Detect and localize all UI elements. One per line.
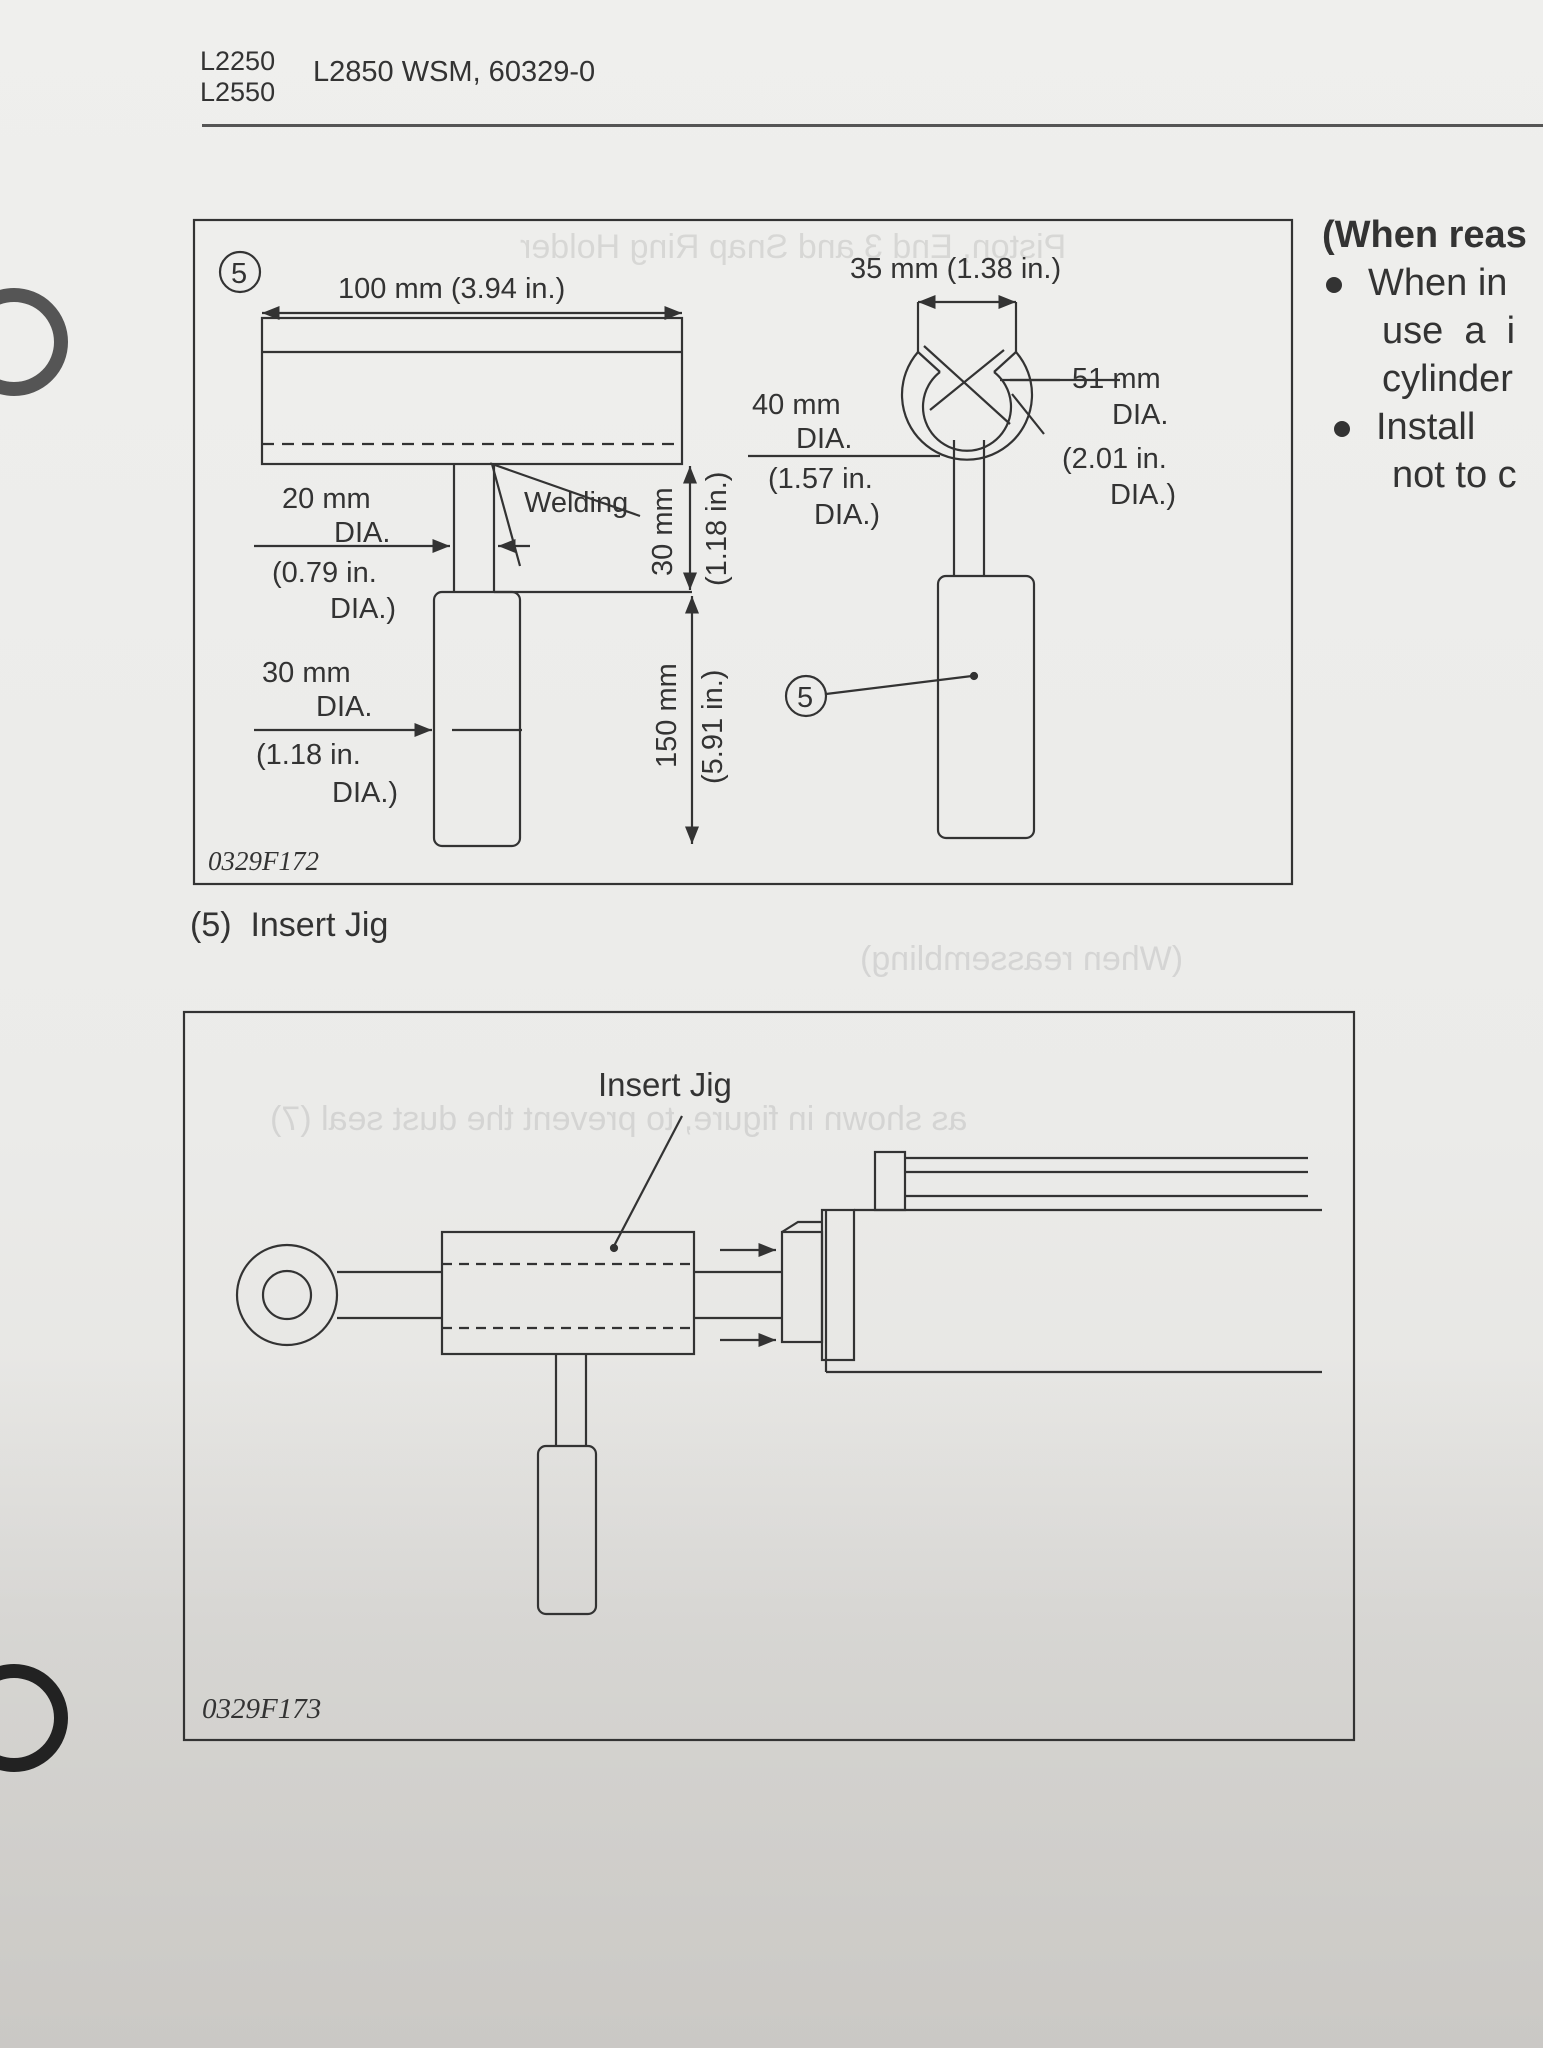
side-text-bullet-2: Install xyxy=(1334,406,1475,449)
dim-outer-in-unit: DIA.) xyxy=(1110,479,1176,511)
header-rule xyxy=(202,124,1543,127)
bullet-icon xyxy=(1326,276,1342,293)
figure1-code: 0329F172 xyxy=(208,846,319,876)
header-model-1: L2250 xyxy=(200,46,276,76)
dim-width-label: 100 mm (3.94 in.) xyxy=(338,273,565,305)
figure2-frame xyxy=(182,1010,1356,1742)
cylinder-gland xyxy=(780,1230,824,1344)
dim-slot-label: 35 mm (1.38 in.) xyxy=(850,253,1061,285)
dim-outer-unit: DIA. xyxy=(1112,399,1168,431)
side-text-line: When in xyxy=(1368,262,1508,304)
dim-handle-len-in: (5.91 in.) xyxy=(697,670,729,784)
figure2-label: Insert Jig xyxy=(598,1066,732,1103)
dim-handle-len-mm: 150 mm xyxy=(651,663,683,768)
header-title: L2850 WSM, 60329-0 xyxy=(313,56,596,88)
dim-inner-in-unit: DIA.) xyxy=(814,499,880,531)
page-shadow xyxy=(0,1350,1543,2048)
dim-outer-mm: 51 mm xyxy=(1072,363,1161,395)
figure-caption: (5) Insert Jig xyxy=(190,906,389,944)
dim-neck-len-in: (1.18 in.) xyxy=(701,472,733,586)
jig-ring-side xyxy=(900,351,1034,461)
dim-neck-dia-unit: DIA. xyxy=(334,517,390,549)
figure1-frame xyxy=(192,218,1294,886)
dim-inner-mm: 40 mm xyxy=(752,389,841,421)
figure2-code: 0329F173 xyxy=(202,1693,321,1725)
dim-neck-dia-in-unit: DIA.) xyxy=(330,593,396,625)
insert-jig-handle xyxy=(536,1444,598,1616)
dim-handle-dia-unit: DIA. xyxy=(316,691,372,723)
dim-neck-dia-in: (0.79 in. xyxy=(272,557,377,589)
insert-jig-body xyxy=(440,1230,696,1356)
jig-handle-side xyxy=(936,574,1036,840)
welding-label: Welding xyxy=(524,487,628,519)
bullet-icon xyxy=(1334,420,1350,437)
dim-outer-in: (2.01 in. xyxy=(1062,443,1167,475)
callout-circle-side xyxy=(784,674,828,718)
cylinder-tube xyxy=(820,1208,856,1362)
side-text-heading: (When reas xyxy=(1322,214,1527,256)
side-text-line-3: cylinder xyxy=(1382,358,1513,400)
side-text-line-2: use a i xyxy=(1382,310,1516,352)
dim-neck-dia-mm: 20 mm xyxy=(282,483,371,515)
rod-eye-outer xyxy=(235,1243,339,1347)
jig-handle xyxy=(432,590,522,848)
side-text-bullet-1: When in xyxy=(1326,262,1507,305)
side-text-line: Install xyxy=(1376,406,1476,448)
side-text-line-5: not to c xyxy=(1392,454,1517,496)
dim-inner-in: (1.57 in. xyxy=(768,463,873,495)
callout-number: 5 xyxy=(231,258,247,290)
cylinder-port xyxy=(873,1150,907,1212)
rod-eye-inner xyxy=(261,1269,313,1321)
header-models: L2250 L2550 xyxy=(200,46,275,108)
jig-head xyxy=(260,316,684,466)
dim-neck-len-mm: 30 mm xyxy=(647,487,679,576)
header-model-2: L2550 xyxy=(200,77,276,107)
callout-number-side: 5 xyxy=(797,682,813,714)
dim-inner-unit: DIA. xyxy=(796,423,852,455)
dim-handle-dia-in-unit: DIA.) xyxy=(332,777,398,809)
dim-handle-dia-mm: 30 mm xyxy=(262,657,351,689)
dim-handle-dia-in: (1.18 in. xyxy=(256,739,361,771)
callout-circle xyxy=(218,250,262,294)
